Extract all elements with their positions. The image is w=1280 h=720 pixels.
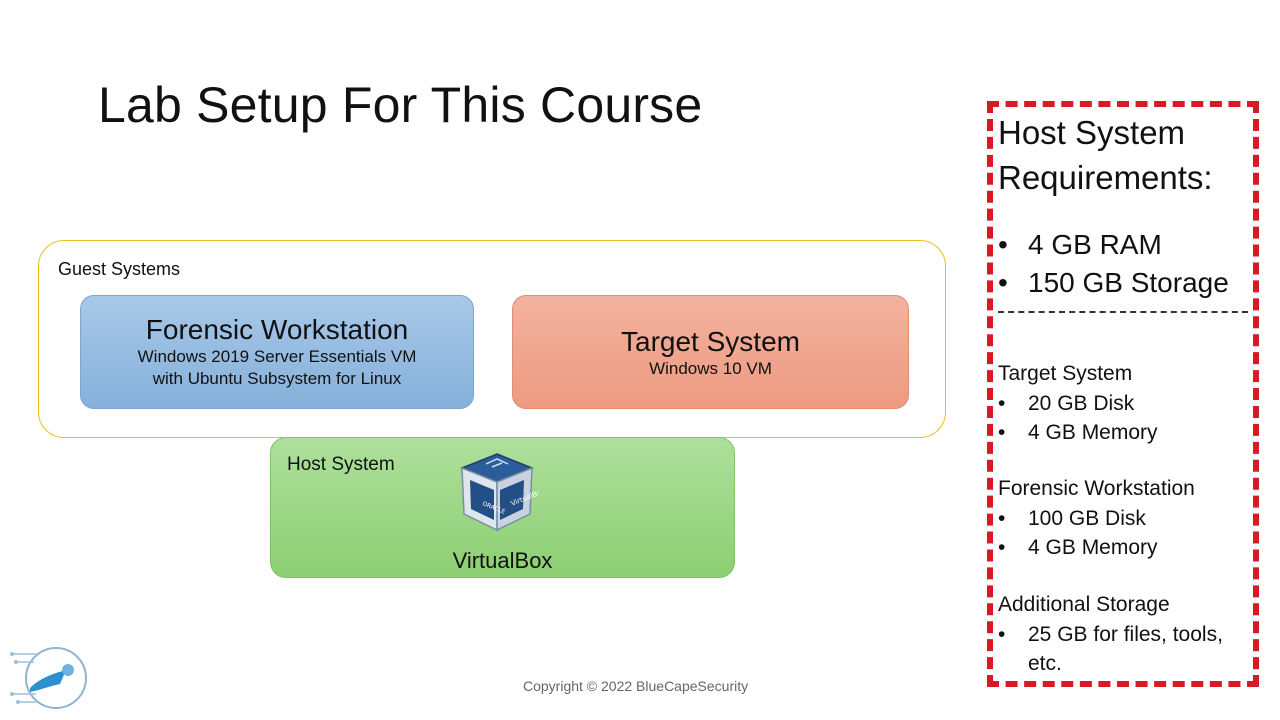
forensic-workstation-req-list: • 100 GB Disk • 4 GB Memory	[998, 504, 1158, 562]
list-item: • 4 GB RAM	[998, 226, 1229, 264]
target-system-req-title: Target System	[998, 362, 1133, 385]
list-item-text: etc.	[1028, 652, 1062, 675]
forensic-workstation-line2: with Ubuntu Subsystem for Linux	[152, 369, 402, 388]
list-item-text: 20 GB Disk	[1028, 392, 1135, 415]
bullet: •	[998, 267, 1008, 298]
additional-storage-req-title: Additional Storage	[998, 593, 1170, 616]
host-system-box: Host System ORACLE VirtualBox VirtualBox	[270, 437, 735, 578]
requirements-title-line2: Requirements:	[998, 159, 1213, 196]
target-system-box: Target System Windows 10 VM	[512, 295, 909, 409]
bullet: •	[998, 622, 1006, 646]
list-item-text: 4 GB Memory	[1028, 536, 1158, 559]
target-system-req-list: • 20 GB Disk • 4 GB Memory	[998, 389, 1158, 447]
bullet: •	[998, 420, 1006, 444]
list-item-text: 4 GB RAM	[1028, 229, 1162, 260]
list-item-text: 150 GB Storage	[1028, 267, 1229, 298]
forensic-workstation-title: Forensic Workstation	[145, 314, 409, 345]
virtualbox-label: VirtualBox	[452, 548, 553, 573]
list-item-text: 100 GB Disk	[1028, 507, 1146, 530]
bullet: •	[998, 229, 1008, 260]
list-item: • 20 GB Disk	[998, 389, 1158, 418]
forensic-workstation-req-title: Forensic Workstation	[998, 477, 1195, 500]
virtualbox-icon: ORACLE VirtualBox	[459, 453, 538, 532]
list-item-text: 4 GB Memory	[1028, 421, 1158, 444]
dashed-divider	[998, 311, 1248, 313]
target-system-line1: Windows 10 VM	[649, 359, 772, 378]
requirements-box	[987, 101, 1259, 687]
list-item: • 150 GB Storage	[998, 264, 1229, 302]
bullet: •	[998, 535, 1006, 559]
host-requirements-list: • 4 GB RAM • 150 GB Storage	[998, 226, 1229, 302]
copyright-text: Copyright © 2022 BlueCapeSecurity	[523, 678, 749, 694]
list-item: • 25 GB for files, tools,	[998, 620, 1223, 649]
list-item: • 100 GB Disk	[998, 504, 1158, 533]
host-system-label: Host System	[287, 454, 395, 475]
forensic-workstation-box: Forensic Workstation Windows 2019 Server…	[80, 295, 474, 409]
list-item: • 4 GB Memory	[998, 418, 1158, 447]
bullet: •	[998, 391, 1006, 415]
list-item: etc.	[998, 649, 1223, 678]
additional-storage-req-list: • 25 GB for files, tools, etc.	[998, 620, 1223, 678]
guest-systems-label: Guest Systems	[58, 259, 181, 279]
forensic-workstation-line1: Windows 2019 Server Essentials VM	[137, 347, 417, 366]
requirements-title-line1: Host System	[998, 114, 1186, 151]
list-item: • 4 GB Memory	[998, 533, 1158, 562]
bullet: •	[998, 506, 1006, 530]
bluecapesecurity-logo	[10, 647, 87, 709]
requirements-title: Host System Requirements:	[998, 110, 1213, 200]
list-item-text: 25 GB for files, tools,	[1028, 623, 1223, 646]
slide-title: Lab Setup For This Course	[98, 77, 703, 133]
target-system-title: Target System	[621, 326, 800, 357]
